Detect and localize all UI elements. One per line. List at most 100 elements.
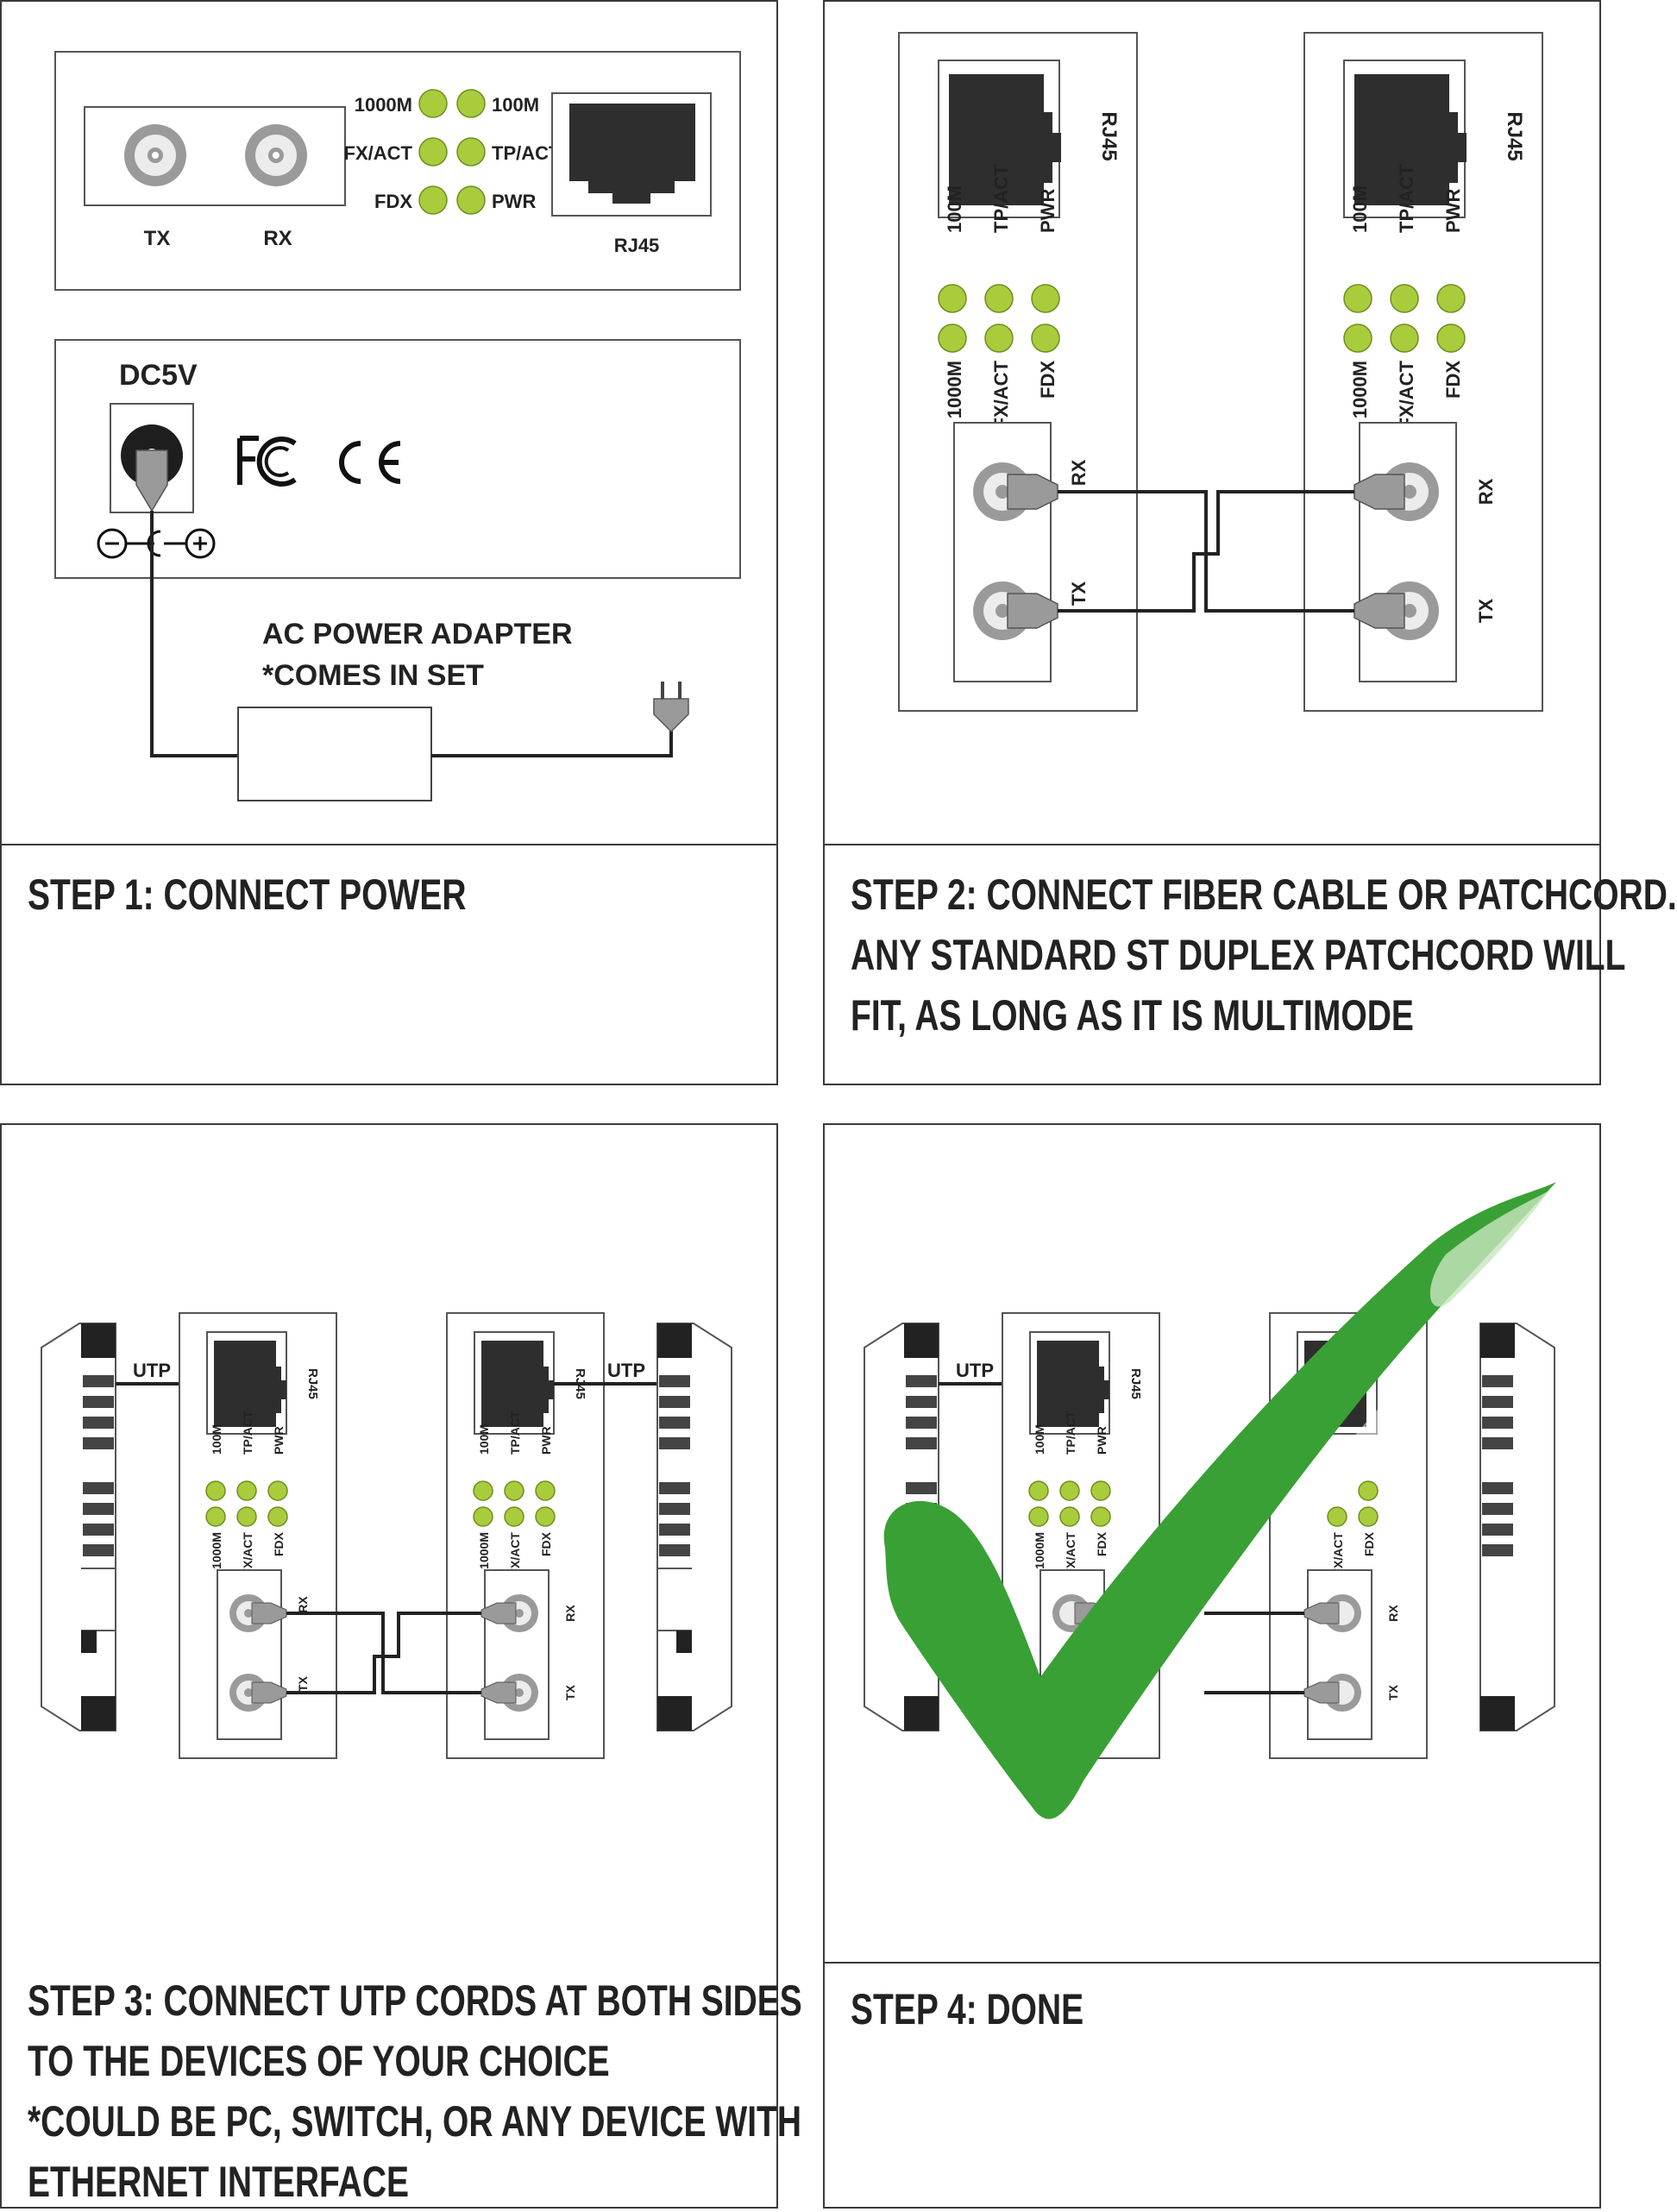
led-indicator-icon (456, 185, 486, 215)
led-label-fdx: FDX (1037, 361, 1058, 399)
step-3-illustration: UTP RJ45 100M TP/ACT PWR 1000M FX/ACT FD… (41, 1312, 732, 1759)
led-indicator-icon (418, 89, 448, 118)
caption-line: *COULD BE PC, SWITCH, OR ANY DEVICE WITH (28, 2097, 802, 2146)
fiber-cable-rx-to-tx (286, 1612, 481, 1694)
led-label-fxact: FX/ACT (990, 360, 1012, 429)
led-label-tpact: TP/ACT (1064, 1411, 1077, 1455)
power-adapter-icon (237, 707, 432, 801)
led-label-tpact: TP/ACT (1396, 164, 1417, 233)
led-indicator-icon (938, 324, 967, 353)
led-indicator-icon (1031, 324, 1060, 353)
adapter-label-line1: AC POWER ADAPTER (262, 618, 573, 650)
step-1-illustration: TX RX 1000M FX/ACT FDX 100M TP/ACT PWR R… (54, 51, 741, 801)
rx-label: RX (1386, 1605, 1400, 1622)
polarity-symbol (97, 528, 216, 559)
st-fiber-port-icon (1303, 1594, 1361, 1632)
led-indicator-icon (456, 137, 486, 167)
step-2-caption: STEP 2: CONNECT FIBER CABLE OR PATCHCORD… (851, 864, 1677, 1046)
led-indicator-icon (205, 1480, 226, 1501)
led-label-fdx: FDX (1095, 1531, 1109, 1556)
fc-logo-icon (237, 436, 297, 487)
caption-line: STEP 3: CONNECT UTP CORDS AT BOTH SIDES (28, 1976, 802, 2025)
led-label-pwr: PWR (539, 1426, 553, 1455)
led-group (418, 89, 486, 215)
led-label-1000m: 1000M (210, 1532, 223, 1569)
led-indicator-icon (418, 137, 448, 167)
led-label-pwr: PWR (1037, 189, 1058, 233)
st-fiber-port-icon (480, 1674, 538, 1712)
led-indicator-icon (456, 89, 486, 118)
tx-label: TX (1068, 581, 1090, 606)
led-label-pwr: PWR (492, 191, 536, 212)
step-4-illustration: UTP RJ45 100M TP/ACT PWR 1000M FX/ACT FD… (864, 1182, 1556, 1819)
caption-line: TO THE DEVICES OF YOUR CHOICE (28, 2037, 610, 2085)
led-indicator-icon (1028, 1480, 1049, 1501)
fiber-cable (1204, 1612, 1304, 1694)
led-indicator-icon (984, 284, 1014, 313)
rx-label: RX (1475, 478, 1497, 505)
st-fiber-port-icon (480, 1594, 538, 1632)
led-indicator-icon (236, 1506, 257, 1527)
rj45-label: RJ45 (1503, 111, 1526, 160)
caption-line: STEP 1: CONNECT POWER (28, 870, 467, 919)
rj45-label: RJ45 (1097, 111, 1121, 160)
led-indicator-icon (1436, 284, 1466, 313)
step-4-panel: UTP RJ45 100M TP/ACT PWR 1000M FX/ACT FD… (823, 1123, 1601, 2209)
led-label-pwr: PWR (1095, 1426, 1109, 1455)
rj45-port-icon (214, 1341, 286, 1427)
rj45-port-icon (1354, 74, 1467, 205)
led-label-fdx: FDX (272, 1531, 286, 1556)
st-fiber-port-icon (1354, 581, 1439, 640)
rx-label: RX (263, 227, 292, 250)
led-label-tpact: TP/ACT (508, 1411, 522, 1455)
led-label-100m: 100M (210, 1424, 223, 1455)
led-label-tpact: TP/ACT (241, 1411, 254, 1455)
step-2-illustration: RJ45 100M TP/ACT PWR 1000M FX/ACT FDX RX… (898, 32, 1543, 712)
switch-device-icon (1479, 1323, 1555, 1731)
led-label-1000m: 1000M (355, 94, 412, 116)
adapter-label-line2: *COMES IN SET (262, 659, 484, 692)
led-indicator-icon (1390, 324, 1419, 353)
step-1-panel: TX RX 1000M FX/ACT FDX 100M TP/ACT PWR R… (0, 0, 778, 1085)
led-indicator-icon (1090, 1506, 1111, 1527)
utp-label: UTP (956, 1360, 994, 1381)
led-indicator-icon (236, 1480, 257, 1501)
led-label-fxact: FX/ACT (344, 142, 413, 164)
rj45-port-icon (1037, 1341, 1109, 1427)
led-indicator-icon (1390, 284, 1419, 313)
led-indicator-icon (504, 1506, 524, 1527)
switch-device-icon (41, 1323, 116, 1731)
fiber-port-housing (953, 422, 1052, 682)
led-indicator-icon (535, 1480, 556, 1501)
ce-logo-icon (339, 441, 401, 484)
caption-line: STEP 2: CONNECT FIBER CABLE OR PATCHCORD… (851, 870, 1677, 919)
led-label-tpact: TP/ACT (492, 142, 561, 164)
tx-label: TX (563, 1684, 577, 1700)
tx-label: TX (144, 227, 171, 250)
caption-line: FIT, AS LONG AS IT IS MULTIMODE (851, 991, 1414, 1040)
fiber-cable-tx-to-rx (286, 1612, 481, 1694)
caption-divider (825, 1962, 1599, 1964)
led-label-tpact: TP/ACT (990, 164, 1012, 233)
led-label-1000m: 1000M (1033, 1532, 1046, 1569)
dc5v-label: DC5V (119, 359, 198, 392)
rx-label: RX (296, 1596, 310, 1613)
fiber-cable-tx-to-rx (1058, 490, 1354, 613)
led-indicator-icon (267, 1480, 288, 1501)
adapter-cable (431, 726, 673, 757)
led-label-100m: 100M (1349, 185, 1371, 233)
step-4-caption: STEP 4: DONE (851, 1979, 1430, 2039)
led-label-fxact: FX/ACT (241, 1532, 254, 1576)
st-fiber-port-icon (229, 1594, 287, 1632)
led-indicator-icon (473, 1480, 493, 1501)
led-label-fdx: FDX (374, 191, 412, 212)
led-indicator-icon (1059, 1480, 1080, 1501)
led-indicator-icon (1436, 324, 1466, 353)
caption-line: STEP 4: DONE (851, 1985, 1084, 2033)
led-indicator-icon (1327, 1506, 1347, 1527)
led-label-fdx: FDX (539, 1531, 553, 1556)
rj45-port-icon (949, 74, 1061, 205)
rj45-port-icon (569, 104, 695, 204)
rj45-port-icon (481, 1341, 554, 1427)
led-label-100m: 100M (944, 185, 965, 233)
